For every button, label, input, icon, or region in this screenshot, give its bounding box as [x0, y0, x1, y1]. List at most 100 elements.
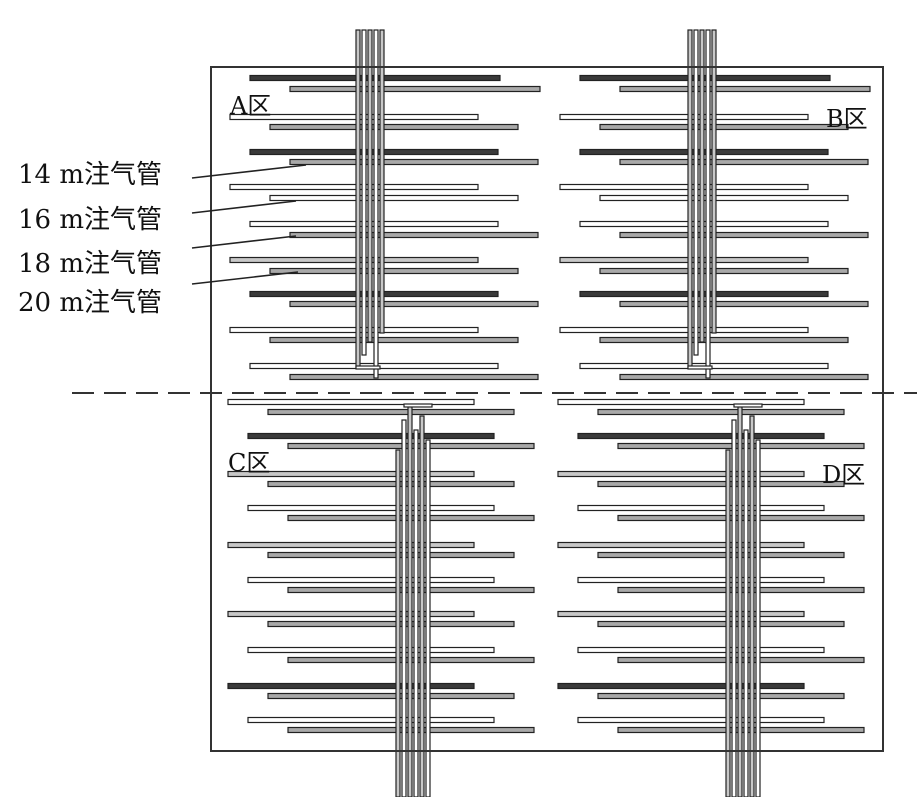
injection-pipe-zone-b — [559, 113, 809, 121]
injection-pipe-zone-b — [559, 256, 809, 264]
injection-pipe-zone-d — [557, 682, 805, 690]
trunk-pipe-zone-b — [711, 29, 717, 334]
label-20m-injection-pipe: 20 m注气管 — [18, 288, 163, 318]
injection-pipe-zone-c — [267, 620, 515, 628]
injection-pipe-zone-c — [227, 682, 475, 690]
injection-pipe-zone-d — [557, 398, 805, 406]
trunk-connector-zone-a — [355, 365, 381, 370]
label-leader-lines — [191, 164, 307, 285]
trunk-pipe-zone-c — [401, 419, 407, 797]
trunk-connector-zone-b — [687, 365, 713, 370]
injection-pipe-zone-a — [269, 336, 519, 344]
vertical-trunk-pipes — [355, 29, 763, 797]
injection-pipe-zone-b — [599, 194, 849, 202]
trunk-pipe-zone-c — [413, 429, 419, 797]
injection-pipe-zone-d — [577, 504, 825, 512]
injection-pipe-zone-a — [289, 231, 539, 239]
trunk-pipe-zone-a — [367, 29, 373, 343]
injection-pipe-zone-c — [247, 576, 495, 584]
injection-pipe-zone-b — [579, 74, 831, 82]
injection-pipe-zone-d — [577, 716, 825, 724]
trunk-pipe-zone-a — [373, 29, 379, 379]
injection-pipe-zone-d — [577, 576, 825, 584]
injection-pipe-zone-c — [267, 551, 515, 559]
injection-pipe-zone-a — [229, 326, 479, 334]
injection-pipe-zone-b — [559, 183, 809, 191]
injection-pipe-zone-d — [597, 620, 845, 628]
injection-pipe-zone-a — [289, 300, 539, 308]
trunk-pipe-zone-c — [419, 415, 425, 797]
injection-pipe-zone-a — [229, 113, 479, 121]
injection-pipe-zone-d — [557, 610, 805, 618]
injection-pipe-zone-a — [289, 373, 539, 381]
injection-pipe-zone-a — [269, 267, 519, 275]
label-14m-injection-pipe: 14 m注气管 — [18, 160, 163, 190]
label-18m-injection-pipe: 18 m注气管 — [18, 249, 163, 279]
label-16m-injection-pipe: 16 m注气管 — [18, 205, 163, 235]
trunk-pipe-zone-a — [379, 29, 385, 334]
trunk-pipe-zone-d — [743, 429, 749, 797]
zone-d-label: D区 — [822, 461, 866, 489]
injection-pipe-zone-d — [577, 646, 825, 654]
leader-20m — [191, 271, 299, 285]
trunk-pipe-zone-d — [755, 439, 761, 797]
injection-pipe-zone-a — [229, 183, 479, 191]
zone-c-label: C区 — [228, 449, 271, 477]
site-boundary — [210, 66, 884, 752]
leader-16m — [191, 200, 297, 214]
trunk-pipe-zone-a — [355, 29, 361, 369]
trunk-pipe-zone-d — [731, 419, 737, 797]
trunk-pipe-zone-c — [425, 439, 431, 797]
injection-pipe-zone-c — [267, 408, 515, 416]
trunk-pipe-zone-c — [395, 449, 401, 797]
injection-pipe-zone-a — [289, 158, 539, 166]
leader-18m — [191, 235, 297, 249]
injection-pipe-zone-c — [247, 504, 495, 512]
injection-pipe-zone-d — [597, 692, 845, 700]
injection-pipe-zone-d — [577, 432, 825, 440]
trunk-pipe-zone-d — [749, 415, 755, 797]
trunk-pipe-zone-b — [693, 29, 699, 356]
injection-pipe-zone-c — [227, 541, 475, 549]
injection-pipe-zone-d — [597, 480, 845, 488]
zone-a-label: A区 — [230, 92, 272, 120]
trunk-pipe-zone-b — [687, 29, 693, 369]
horizontal-pipes — [227, 74, 871, 734]
trunk-pipe-zone-d — [725, 449, 731, 797]
trunk-pipe-zone-d — [737, 405, 743, 797]
injection-pipe-zone-b — [619, 85, 871, 93]
injection-pipe-zone-a — [269, 123, 519, 131]
injection-pipe-zone-d — [597, 551, 845, 559]
injection-pipe-zone-c — [227, 398, 475, 406]
injection-pipe-zone-b — [599, 267, 849, 275]
injection-pipe-zone-c — [267, 480, 515, 488]
injection-pipe-zone-a — [269, 194, 519, 202]
injection-pipe-zone-d — [557, 541, 805, 549]
trunk-header-zone-c — [403, 403, 433, 408]
injection-pipe-zone-b — [619, 158, 869, 166]
injection-pipe-zone-b — [619, 300, 869, 308]
injection-pipe-zone-a — [289, 85, 541, 93]
injection-pipe-zone-a — [229, 256, 479, 264]
trunk-pipe-zone-b — [705, 29, 711, 379]
injection-pipe-zone-c — [247, 716, 495, 724]
injection-pipe-zone-b — [619, 231, 869, 239]
injection-pipe-zone-c — [227, 610, 475, 618]
injection-pipe-zone-d — [557, 470, 805, 478]
injection-pipe-zone-b — [599, 123, 849, 131]
trunk-pipe-zone-b — [699, 29, 705, 343]
injection-pipe-zone-c — [247, 432, 495, 440]
injection-pipe-zone-c — [247, 646, 495, 654]
injection-pipe-zone-d — [597, 408, 845, 416]
trunk-header-zone-d — [733, 403, 763, 408]
injection-pipe-zone-c — [227, 470, 475, 478]
injection-pipe-zone-c — [267, 692, 515, 700]
injection-pipe-zone-b — [599, 336, 849, 344]
trunk-pipe-zone-c — [407, 405, 413, 797]
trunk-pipe-zone-a — [361, 29, 367, 356]
injection-pipe-zone-b — [559, 326, 809, 334]
leader-14m — [191, 164, 307, 179]
injection-pipe-zone-b — [619, 373, 869, 381]
zone-b-label: B区 — [826, 105, 868, 133]
